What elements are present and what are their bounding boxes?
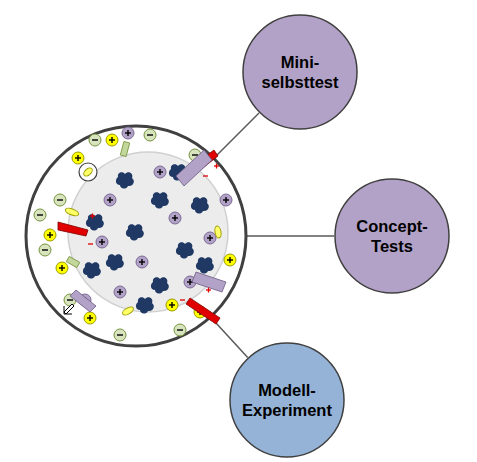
leader-line <box>246 235 334 237</box>
circle-outline <box>229 342 345 458</box>
circle-shape <box>243 15 357 129</box>
topic-circle: Concept- Tests <box>334 178 450 294</box>
membrane-channels <box>58 141 226 324</box>
node-label: Concept- Tests <box>340 216 444 256</box>
node-label: Modell- Experiment <box>235 380 339 420</box>
magnifier-circle <box>26 126 246 346</box>
topic-circle: Mini- selbsttest <box>242 14 358 130</box>
inner-particles <box>83 164 216 313</box>
topic-circle: Modell- Experiment <box>229 342 345 458</box>
node-label: Mini- selbsttest <box>248 52 352 92</box>
circle-outline <box>334 178 450 294</box>
cell-body <box>68 152 228 312</box>
circle-outline <box>242 14 358 130</box>
outer-ions <box>34 127 236 341</box>
leader-line <box>214 113 259 158</box>
circle-shape <box>335 179 449 293</box>
circle-shape <box>230 343 344 457</box>
